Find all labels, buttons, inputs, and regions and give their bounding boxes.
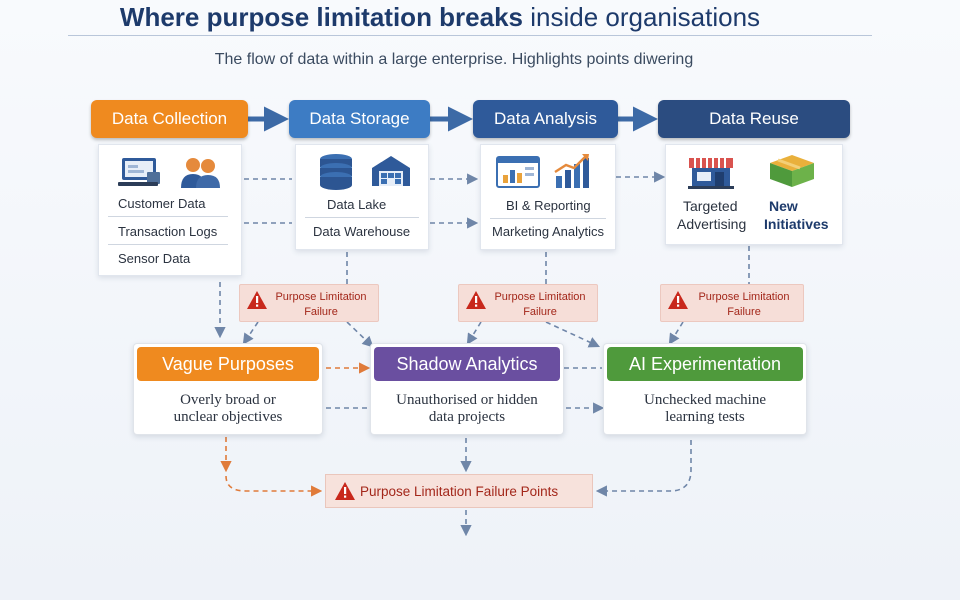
new-initiative-icon (770, 155, 814, 187)
item-marketing-analytics: Marketing Analytics (492, 224, 604, 239)
bar-chart-icon (554, 154, 589, 188)
stage-data-storage: Data Storage (289, 100, 430, 138)
warning-line1: Purpose Limitation (494, 291, 586, 303)
failure-points-box: Purpose Limitation Failure Points (325, 474, 593, 508)
item-advertising: Advertising (677, 216, 747, 232)
category-title: AI Experimentation (607, 347, 803, 381)
title-emphasis: Where purpose limitation breaks (119, 2, 524, 32)
warning-icon (466, 291, 486, 309)
failure-points-label: Purpose Limitation Failure Points (360, 484, 559, 499)
warehouse-icon (372, 156, 410, 186)
warning-icon (668, 291, 688, 309)
item-bi-reporting: BI & Reporting (506, 198, 591, 213)
warning-line2: Failure (523, 306, 557, 318)
item-data-lake: Data Lake (327, 197, 387, 212)
users-icon (181, 158, 220, 188)
stage-data-analysis: Data Analysis (473, 100, 618, 138)
item-sensor-data: Sensor Data (118, 251, 191, 266)
laptop-icon (118, 158, 160, 186)
category-desc-line2: data projects (428, 409, 506, 425)
item-data-warehouse: Data Warehouse (313, 224, 411, 239)
database-icon (320, 154, 352, 190)
warning-icon (247, 291, 267, 309)
page-subtitle: The flow of data within a large enterpri… (214, 51, 694, 68)
page-title: Where purpose limitation breaks inside o… (0, 2, 880, 33)
warning-line2: Failure (304, 306, 338, 318)
category-title: Shadow Analytics (374, 347, 560, 381)
category-desc-line1: Overly broad or (180, 392, 276, 408)
item-customer-data: Customer Data (118, 196, 206, 211)
category-desc-line2: unclear objectives (173, 409, 283, 425)
dashboard-icon (496, 156, 540, 188)
separator (108, 244, 228, 245)
item-new: New (769, 198, 798, 214)
category-desc-line2: learning tests (665, 409, 745, 425)
title-rest: inside organisations (523, 2, 761, 32)
separator (490, 218, 606, 219)
storefront-icon (688, 158, 734, 189)
stage-data-reuse: Data Reuse (658, 100, 850, 138)
stage-data-collection: Data Collection (91, 100, 248, 138)
warning-failure-analysis: Purpose Limitation Failure (458, 284, 598, 322)
item-targeted: Targeted (683, 198, 738, 214)
warning-failure-reuse: Purpose Limitation Failure (660, 284, 804, 322)
panel-data-storage (295, 144, 429, 250)
panel-data-collection (98, 144, 242, 276)
separator (305, 217, 419, 218)
separator (108, 216, 228, 217)
item-initiatives: Initiatives (764, 216, 829, 232)
warning-line2: Failure (727, 306, 761, 318)
category-desc-line1: Unauthorised or hidden (396, 392, 538, 408)
warning-failure-collection: Purpose Limitation Failure (239, 284, 379, 322)
warning-icon (335, 482, 355, 500)
item-transaction-logs: Transaction Logs (118, 224, 218, 239)
category-desc-line1: Unchecked machine (643, 392, 767, 408)
category-title: Vague Purposes (137, 347, 319, 381)
warning-line1: Purpose Limitation (275, 291, 367, 303)
warning-line1: Purpose Limitation (698, 291, 790, 303)
title-divider (68, 35, 872, 36)
